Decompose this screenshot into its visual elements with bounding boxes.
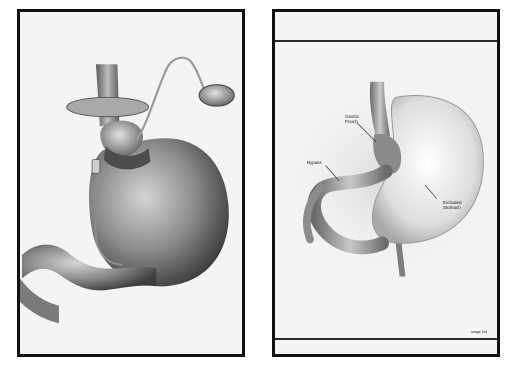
gastric-bypass-illustration <box>275 12 497 354</box>
diaphragm <box>67 97 149 116</box>
label-bypass: Bypass <box>307 160 322 165</box>
band-buckle <box>92 160 100 174</box>
label-gastric-pouch: Gastric Pouch <box>345 114 359 124</box>
access-port <box>199 85 234 106</box>
label-excluded-stomach: Excluded Stomach <box>443 200 462 210</box>
illustration-panel-right: Gastric Pouch Bypass Excluded Stomach Im… <box>272 9 500 357</box>
label-image-credit: Image Ctrl <box>471 330 487 335</box>
illustration-panel-left <box>17 9 245 357</box>
gastric-band-illustration <box>20 12 242 354</box>
